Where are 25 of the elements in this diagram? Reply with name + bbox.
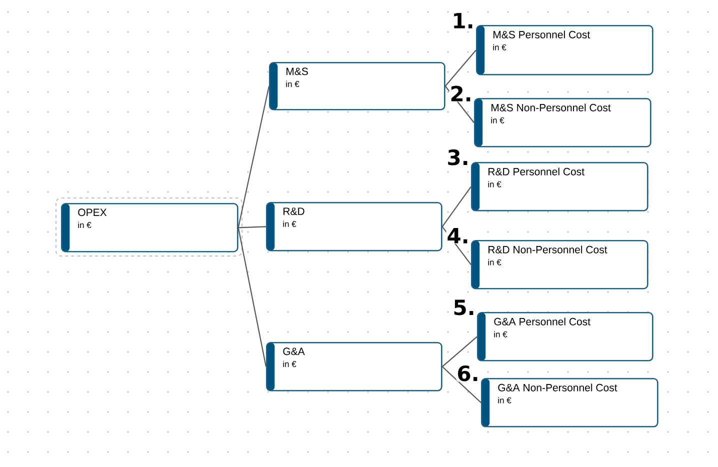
node-label: in €: [78, 222, 92, 228]
connector-line: [238, 228, 267, 367]
node-label: OPEX: [78, 208, 107, 216]
node-box: R&D Personnel Cost in €: [471, 162, 648, 212]
callout-number: 2.: [449, 85, 473, 102]
node-box: R&D Non-Personnel Cost in €: [471, 240, 648, 290]
node-box: OPEX in €: [61, 203, 238, 252]
callout-number: 4.: [446, 228, 470, 244]
connector-line: [442, 366, 482, 404]
callout-number: 1.: [451, 12, 475, 29]
connector-line: [238, 226, 266, 228]
node-box: R&D in €: [266, 202, 442, 252]
connector-line: [442, 186, 472, 227]
callout-number: 6.: [456, 364, 480, 382]
node-box: G&A Personnel Cost in €: [477, 312, 654, 362]
node-box: G&A Non-Personnel Cost in €: [481, 378, 658, 428]
node-box: M&S in €: [269, 62, 446, 110]
node-box: M&S Non-Personnel Cost in €: [474, 98, 652, 148]
connector-line: [238, 86, 270, 228]
callout-number: 3.: [446, 148, 470, 166]
callout-number: 5.: [452, 299, 476, 316]
node-box: M&S Personnel Cost in €: [476, 25, 654, 76]
connector-line: [444, 50, 476, 86]
connector-line: [442, 336, 478, 368]
node-box: G&A in €: [266, 342, 442, 392]
